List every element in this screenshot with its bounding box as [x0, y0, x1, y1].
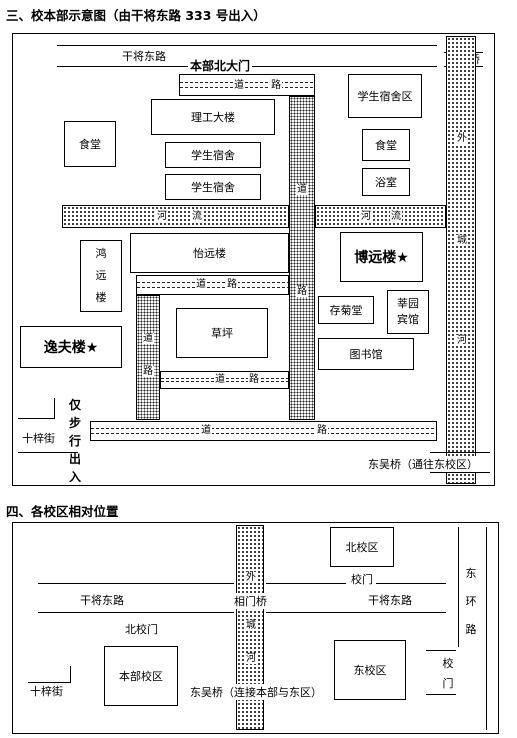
building-bathroom: 浴室 [362, 168, 410, 196]
shizi-street-label: 十梓街 [22, 432, 55, 445]
road-top-horizontal [179, 74, 315, 96]
road-top-char-lu: 路 [270, 80, 282, 91]
s4-ganjiang-line-bottom-left [38, 612, 234, 613]
east-ring-road-line-right [486, 527, 487, 730]
main-campus: 本部校区 [104, 646, 178, 706]
building-dorm-1: 学生宿舍 [165, 142, 261, 168]
east-campus-gate-label: 校门 [442, 657, 454, 690]
road-center-vertical [289, 96, 315, 420]
river-right-char-he: 河 [360, 211, 372, 222]
inner-river-right [315, 205, 446, 228]
s4-ganjiang-line-top-right2 [376, 583, 446, 584]
shizi-street-corner-h [18, 418, 55, 419]
road-bottom-horizontal [90, 421, 437, 441]
north-campus-gate-top: 校门 [351, 573, 373, 586]
s4-ganjiang-right-label: 干将东路 [368, 594, 412, 607]
building-cunju: 存菊堂 [318, 296, 374, 324]
building-pingyuan: 莘园宾馆 [387, 290, 429, 334]
s4-ganjiang-line-bottom-right [266, 612, 446, 613]
road-loop-top-char-lu: 路 [226, 279, 238, 290]
building-yifu: 逸夫楼★ [20, 326, 122, 368]
s4-shizi-corner-h [28, 682, 71, 683]
shizi-street-corner-v [54, 398, 55, 419]
building-hongyuan-label: 鸿远楼 [95, 247, 107, 304]
road-loop-bottom-char-dao: 道 [214, 374, 226, 385]
s4-xiangmen-bridge-label: 相门桥 [231, 593, 270, 609]
road-bottom-char-lu: 路 [316, 425, 328, 436]
s4-ganjiang-line-top-left [38, 583, 234, 584]
road-vertical-char-dao: 道 [296, 184, 308, 195]
road-top-char-dao: 道 [233, 80, 245, 91]
east-ring-road-line-left [458, 527, 459, 647]
building-dorm-area: 学生宿舍区 [348, 74, 422, 118]
east-campus: 东校区 [334, 640, 406, 700]
north-gate-label: 本部北大门 [188, 57, 253, 74]
moat-char-cheng: 城 [456, 235, 468, 246]
section3-heading: 三、校本部示意图（由干将东路 333 号出入） [6, 8, 266, 23]
east-gate-marker-top [426, 650, 456, 651]
river-left-char-he: 河 [156, 211, 168, 222]
east-ring-road-label: 东环路 [465, 567, 477, 636]
campus-map-frame [12, 33, 495, 486]
road-loop-left-char-dao: 道 [142, 333, 154, 344]
s4-north-gate-label: 北校门 [125, 623, 158, 636]
building-ligong: 理工大楼 [151, 99, 275, 135]
building-yiyuan: 怡远楼 [130, 233, 289, 273]
campus-relative-frame [12, 522, 499, 734]
road-loop-top-char-dao: 道 [195, 279, 207, 290]
s4-ganjiang-left-label: 干将东路 [80, 594, 124, 607]
road-loop-bottom-char-lu: 路 [248, 374, 260, 385]
building-hongyuan: 鸿远楼 [80, 240, 122, 312]
ganjiang-road-line-top [57, 45, 437, 46]
moat-char-he: 河 [456, 335, 468, 346]
east-gate-marker-bottom [426, 694, 456, 695]
road-vertical-char-lu: 路 [296, 286, 308, 297]
shizi-street-line-bottom [18, 452, 78, 453]
river-left-char-liu: 流 [191, 211, 203, 222]
inner-river-left [62, 205, 289, 228]
s4-moat-char-wai: 外 [245, 572, 257, 583]
s4-shizi-street-label: 十梓街 [30, 685, 63, 698]
s4-moat-char-cheng: 城 [245, 620, 257, 631]
road-loop-left-char-lu: 路 [142, 366, 154, 377]
s4-moat-char-he: 河 [245, 653, 257, 664]
s4-ganjiang-line-top-right [266, 583, 346, 584]
section4-heading: 四、各校区相对位置 [6, 504, 119, 519]
road-loop-left [136, 295, 160, 420]
building-canteen-left: 食堂 [64, 121, 116, 167]
river-right-char-liu: 流 [390, 211, 402, 222]
building-canteen-right: 食堂 [362, 129, 410, 161]
road-loop-top [136, 275, 289, 295]
lawn: 草坪 [176, 308, 268, 358]
s4-dongwu-bridge-label: 东吴桥（连接本部与东区） [188, 684, 324, 700]
building-boyuan: 博远楼★ [340, 232, 423, 282]
dongwu-bridge-label-s3: 东吴桥（通往东校区） [366, 456, 480, 472]
building-pingyuan-label: 莘园宾馆 [397, 297, 419, 326]
road-bottom-char-dao: 道 [200, 425, 212, 436]
walk-only-entrance-label: 仅步行出入 [68, 398, 81, 484]
dongwu-bridge-line-bottom [430, 472, 490, 473]
dongwu-bridge-line-top [430, 452, 490, 453]
moat-char-wai: 外 [456, 133, 468, 144]
building-library: 图书馆 [318, 338, 414, 370]
outer-moat-section3 [446, 36, 476, 484]
ganjiang-road-label: 干将东路 [122, 48, 166, 64]
building-dorm-2: 学生宿舍 [165, 174, 261, 200]
s4-shizi-corner-v [70, 666, 71, 682]
north-campus: 北校区 [330, 527, 394, 567]
